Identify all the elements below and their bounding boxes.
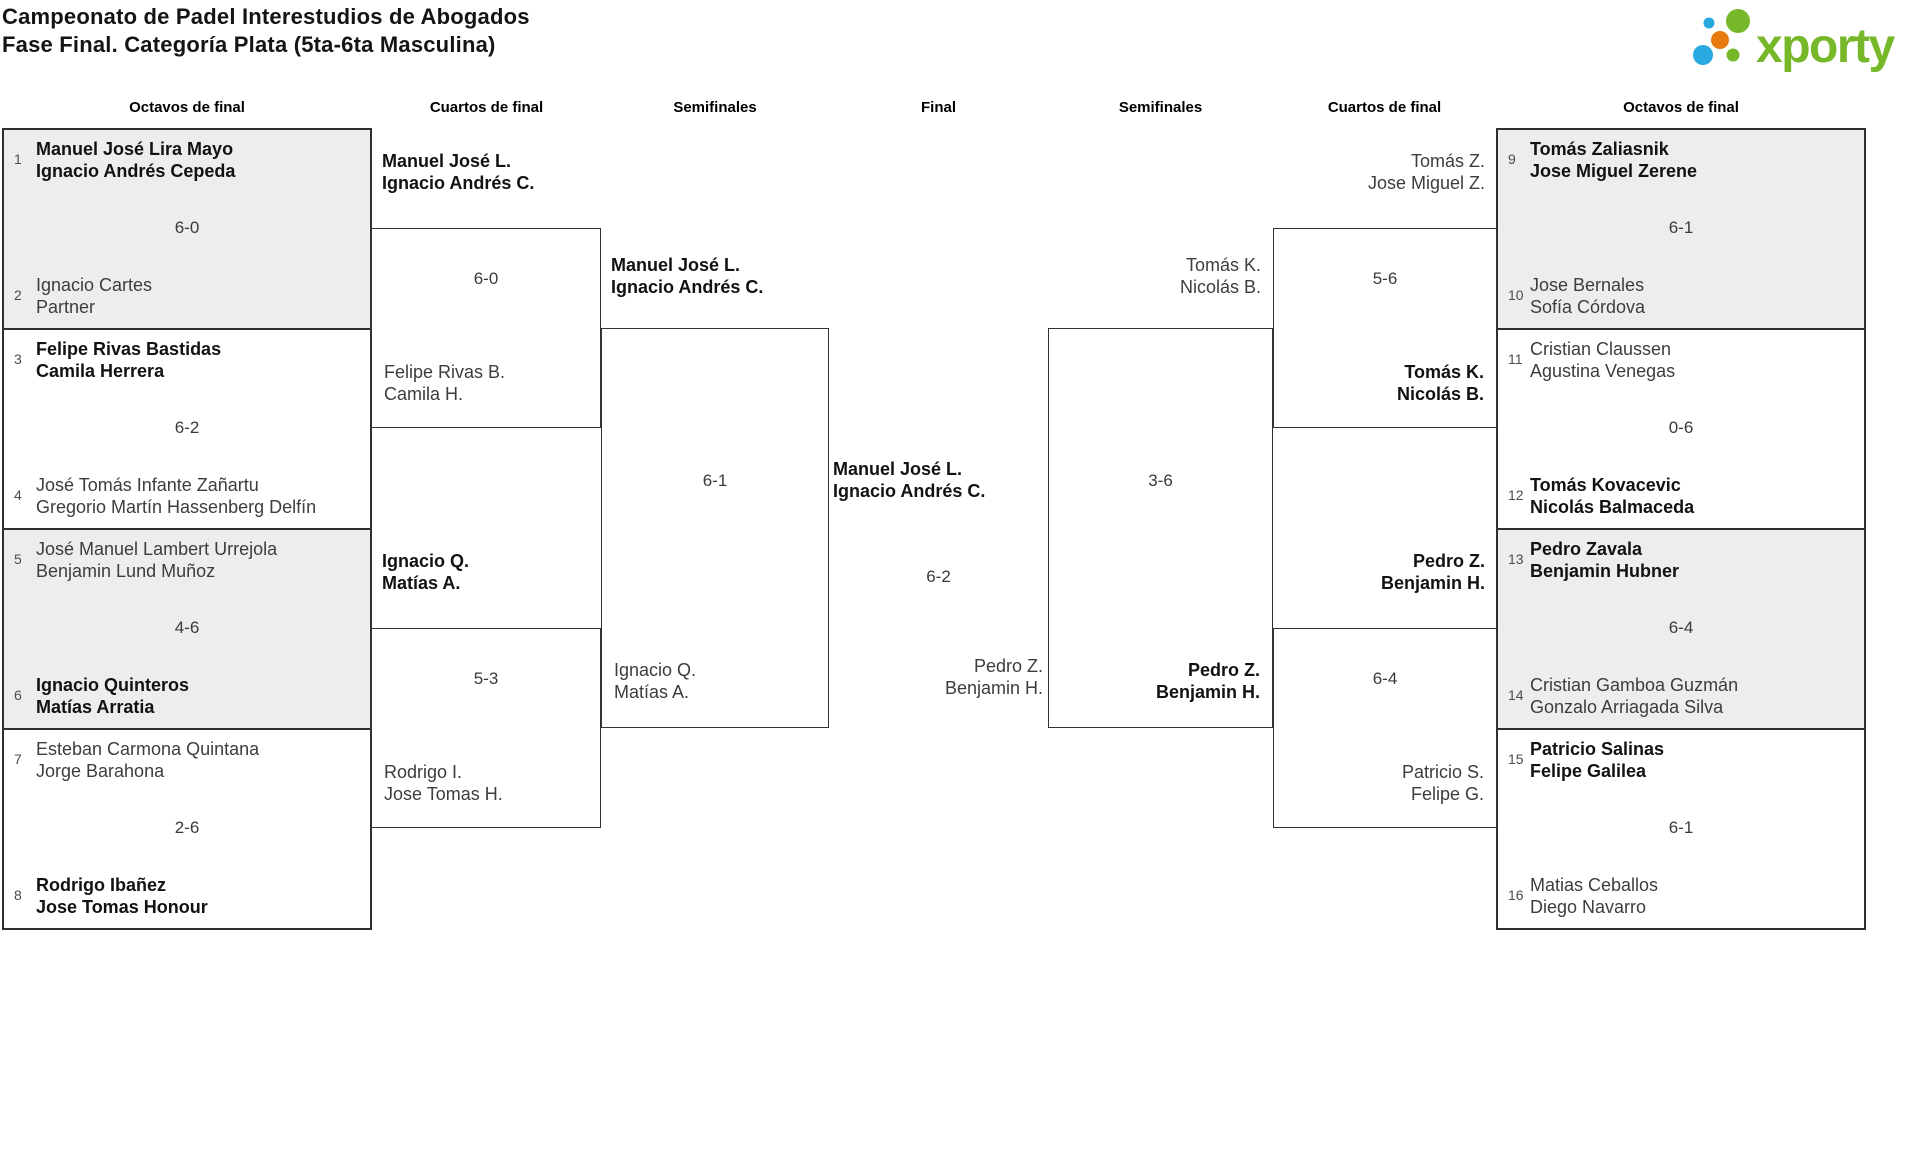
header-cuartos-right: Cuartos de final <box>1327 99 1442 116</box>
header-octavos-left: Octavos de final <box>129 99 245 116</box>
team-names-loser: Cristian Gamboa Guzmán Gonzalo Arriagada… <box>1530 675 1739 717</box>
team-names-loser: Rodrigo I. Jose Tomas H. <box>384 762 503 804</box>
team-names-loser: Patricio S. Felipe G. <box>1401 762 1484 804</box>
final-score: 6-2 <box>926 567 951 586</box>
match-box-sf-left: 6-1 Ignacio Q. Matías A. <box>601 328 829 728</box>
team-names-winner: Felipe Rivas Bastidas Camila Herrera <box>36 339 222 381</box>
match-box-r16-seeds-15-16: 15 Patricio Salinas Felipe Galilea 6-1 M… <box>1496 728 1866 930</box>
advancing-team-label: Tomás Z. Jose Miguel Z. <box>1367 151 1485 193</box>
logo-dot-green-large <box>1726 9 1750 33</box>
seed-number: 11 <box>1508 351 1523 367</box>
team-names-winner: Pedro Z. Benjamin H. <box>1155 660 1260 702</box>
match-score: 6-2 <box>174 418 200 437</box>
match-box-qf-right-1: 5-6 Tomás K. Nicolás B. <box>1273 228 1497 428</box>
team-names-winner: Pedro Zavala Benjamin Hubner <box>1530 539 1680 581</box>
header-semifinales-right: Semifinales <box>1118 99 1203 116</box>
seed-number: 12 <box>1508 487 1524 503</box>
page-title: Campeonato de Padel Interestudios de Abo… <box>2 3 530 59</box>
team-names-winner: Rodrigo Ibañez Jose Tomas Honour <box>36 875 208 917</box>
advancing-team-label: Manuel José L. Ignacio Andrés C. <box>382 151 535 193</box>
match-box-r16-seeds-5-6: 5 José Manuel Lambert Urrejola Benjamin … <box>2 528 372 730</box>
team-names-winner: Tomás Zaliasnik Jose Miguel Zerene <box>1530 139 1698 181</box>
seed-number: 15 <box>1508 751 1524 767</box>
team-names-winner: Tomás Kovacevic Nicolás Balmaceda <box>1530 475 1695 517</box>
advancing-team-label: Pedro Z. Benjamin H. <box>1380 551 1485 593</box>
seed-number: 10 <box>1508 287 1524 303</box>
seed-number: 6 <box>14 687 22 703</box>
match-box-r16-seeds-9-10: 9 Tomás Zaliasnik Jose Miguel Zerene 6-1… <box>1496 128 1866 330</box>
match-box-qf-left-1: 6-0 Felipe Rivas B. Camila H. <box>371 228 601 428</box>
match-box-qf-right-2: 6-4 Patricio S. Felipe G. <box>1273 628 1497 828</box>
seed-number: 8 <box>14 887 22 903</box>
match-score: 2-6 <box>174 818 200 837</box>
seed-number: 14 <box>1508 687 1524 703</box>
advancing-team-label: Manuel José L. Ignacio Andrés C. <box>611 255 764 297</box>
logo-dot-blue-large <box>1693 45 1713 65</box>
match-box-sf-right: 3-6 Pedro Z. Benjamin H. <box>1048 328 1273 728</box>
phase-category: Fase Final. Categoría Plata (5ta-6ta Mas… <box>2 32 496 57</box>
team-names-loser: Matias Ceballos Diego Navarro <box>1530 875 1659 917</box>
match-box-r16-seeds-3-4: 3 Felipe Rivas Bastidas Camila Herrera 6… <box>2 328 372 530</box>
team-names-loser: Felipe Rivas B. Camila H. <box>384 362 506 404</box>
team-names-winner: Manuel José Lira Mayo Ignacio Andrés Cep… <box>36 139 236 181</box>
match-score: 6-1 <box>702 471 728 490</box>
logo-dot-orange <box>1711 31 1729 49</box>
seed-number: 4 <box>14 487 22 503</box>
match-box-qf-left-2: 5-3 Rodrigo I. Jose Tomas H. <box>371 628 601 828</box>
team-names-loser: Esteban Carmona Quintana Jorge Barahona <box>36 739 260 781</box>
advancing-team-label: Ignacio Q. Matías A. <box>382 551 470 593</box>
team-names-loser: José Tomás Infante Zañartu Gregorio Mart… <box>36 475 317 517</box>
match-box-r16-seeds-11-12: 11 Cristian Claussen Agustina Venegas 0-… <box>1496 328 1866 530</box>
match-score: 6-1 <box>1668 818 1694 837</box>
team-names-loser: José Manuel Lambert Urrejola Benjamin Lu… <box>36 539 278 581</box>
match-score: 4-6 <box>174 618 200 637</box>
team-names-loser: Cristian Claussen Agustina Venegas <box>1530 339 1676 381</box>
match-box-r16-seeds-13-14: 13 Pedro Zavala Benjamin Hubner 6-4 Cris… <box>1496 528 1866 730</box>
seed-number: 3 <box>14 351 22 367</box>
seed-number: 1 <box>14 151 22 167</box>
team-names-loser: Jose Bernales Sofía Córdova <box>1530 275 1646 317</box>
logo-wordmark: xporty <box>1756 20 1896 73</box>
header-semifinales-left: Semifinales <box>673 99 757 116</box>
match-score: 5-6 <box>1372 269 1398 288</box>
logo-dot-green-small <box>1726 48 1740 62</box>
header-cuartos-left: Cuartos de final <box>429 99 544 116</box>
seed-number: 2 <box>14 287 22 303</box>
match-score: 3-6 <box>1148 471 1173 490</box>
match-box-r16-seeds-1-2: 1 Manuel José Lira Mayo Ignacio Andrés C… <box>2 128 372 330</box>
match-score: 0-6 <box>1668 418 1694 437</box>
header-octavos-right: Octavos de final <box>1623 99 1739 116</box>
header-final: Final <box>920 99 956 116</box>
xporty-logo[interactable]: xporty <box>1678 2 1918 74</box>
match-score: 6-4 <box>1372 669 1398 688</box>
match-score: 6-1 <box>1668 218 1694 237</box>
seed-number: 13 <box>1508 551 1524 567</box>
match-box-r16-seeds-7-8: 7 Esteban Carmona Quintana Jorge Barahon… <box>2 728 372 930</box>
seed-number: 7 <box>14 751 22 767</box>
tournament-name: Campeonato de Padel Interestudios de Abo… <box>2 4 530 29</box>
seed-number: 16 <box>1508 887 1524 903</box>
logo-dot-blue-small <box>1703 17 1715 29</box>
seed-number: 9 <box>1508 151 1516 167</box>
team-names-loser: Ignacio Cartes Partner <box>36 275 153 317</box>
match-score: 5-3 <box>473 669 499 688</box>
match-score: 6-0 <box>473 269 499 288</box>
team-names-winner: Tomás K. Nicolás B. <box>1396 362 1484 404</box>
final-winner-label: Manuel José L. Ignacio Andrés C. <box>833 459 986 501</box>
match-score: 6-4 <box>1668 618 1694 637</box>
match-score: 6-0 <box>174 218 200 237</box>
team-names-winner: Ignacio Quinteros Matías Arratia <box>36 675 190 717</box>
team-names-loser: Ignacio Q. Matías A. <box>614 660 697 702</box>
final-runnerup-label: Pedro Z. Benjamin H. <box>944 656 1043 698</box>
advancing-team-label: Tomás K. Nicolás B. <box>1179 255 1261 297</box>
seed-number: 5 <box>14 551 22 567</box>
team-names-winner: Patricio Salinas Felipe Galilea <box>1530 739 1665 781</box>
